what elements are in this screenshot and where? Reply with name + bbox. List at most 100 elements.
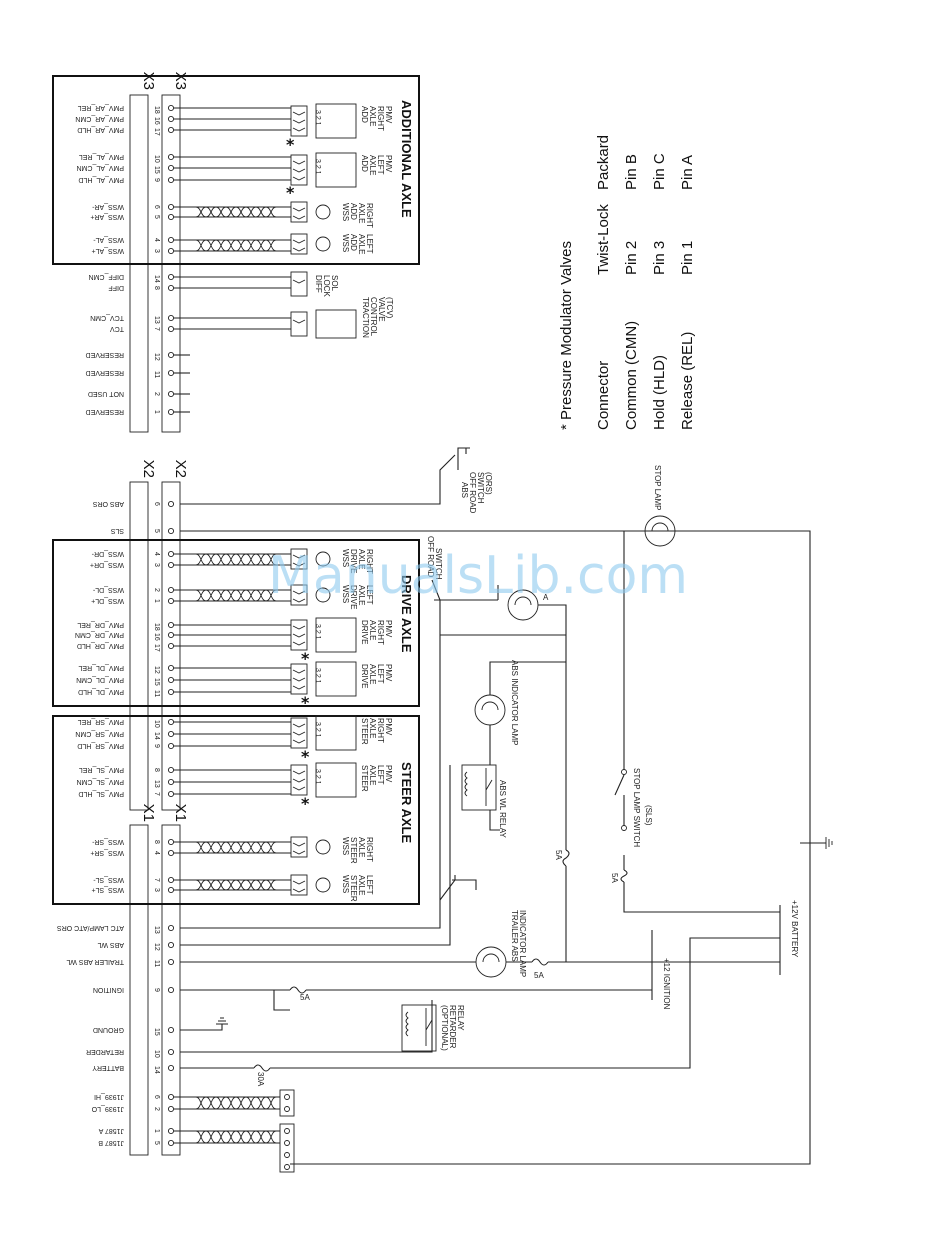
label-line: AXLE (368, 664, 377, 684)
signal-row: WSS_DR+3 (90, 561, 291, 569)
twisted-pair (195, 206, 277, 218)
power-ground-circuit: (OPTIONAL) RETARDER RELAY 30A +12V BATTE… (180, 837, 833, 1087)
connector-pin (167, 790, 175, 798)
label-line: LEFT (365, 585, 374, 605)
signal-label: RETARDER (86, 1048, 124, 1055)
label-line: PMV (384, 765, 393, 783)
pin-number: 5 (153, 1141, 160, 1145)
svg-text:ADD: ADD (360, 106, 369, 123)
connector-pin (167, 986, 175, 994)
label-line: CONTROL (369, 297, 378, 337)
pmv-pin-numbers: 3 2 1 (314, 624, 321, 640)
pin-number: 5 (153, 529, 160, 533)
pin-number: 14 (153, 732, 160, 740)
connector-pin (167, 247, 175, 255)
svg-text:LOCK: LOCK (322, 275, 331, 297)
label-line: WSS (341, 203, 350, 221)
connector-pin (167, 924, 175, 932)
label-line: LEFT (376, 155, 385, 175)
svg-text:SWITCH: SWITCH (476, 472, 485, 504)
svg-text:INDICATOR LAMP: INDICATOR LAMP (518, 910, 527, 977)
signal-label: PMV_DL_REL (78, 664, 124, 671)
signal-label: J1587 A (98, 1127, 124, 1134)
watermark: ManualsLib.com (268, 546, 688, 606)
signal-label: WSS_SL- (93, 876, 124, 883)
signal-label: PMV_AR_CMN (75, 115, 124, 122)
pin-number: 7 (153, 878, 160, 882)
connector-x3-label-left: X3 (140, 72, 157, 90)
pin-number: 15 (153, 166, 160, 174)
legend-cell: Pin 1 (679, 241, 696, 275)
svg-text:PMV: PMV (384, 155, 393, 173)
pin-number: 4 (153, 238, 160, 242)
signal-row: WSS_AL-4 (93, 236, 291, 244)
connector-pin (167, 273, 175, 281)
signal-label: PMV_DR_REL (77, 621, 124, 628)
pin-number: 8 (153, 840, 160, 844)
signal-label: PMV_DL_HLD (78, 688, 124, 695)
pmv-marker: * (301, 693, 310, 712)
signal-label: J1939_HI (94, 1093, 124, 1100)
connector-pin (167, 586, 175, 594)
label-line: DRIVE (349, 585, 358, 609)
label-line: RIGHT (365, 837, 374, 862)
fuse-label: 30A (256, 1072, 265, 1087)
connector-pin (167, 1026, 175, 1034)
label-line: STEER (349, 875, 358, 902)
pin-number: 14 (153, 1066, 160, 1074)
signal-row: PMV_AL_CMN 15 (77, 164, 291, 174)
pmv-marker: * (301, 649, 310, 668)
connector-pin (167, 742, 175, 750)
diff-lock-solenoid: DIFF LOCK SOL (290, 271, 339, 297)
pin-number: 1 (153, 410, 160, 414)
label-line: WSS (341, 585, 350, 603)
connector-pin (167, 390, 175, 398)
pin-number: 6 (153, 1095, 160, 1099)
signal-row: WSS_AR-6 (91, 203, 291, 211)
connector-pin (167, 886, 175, 894)
connector-x2-label-left: X2 (140, 460, 157, 478)
pin-number: 12 (153, 666, 160, 674)
pin-number: 9 (153, 744, 160, 748)
fuse-label: 5A (534, 971, 544, 980)
signal-label: J1939_LO (91, 1105, 124, 1112)
pin-number: 13 (153, 780, 160, 788)
svg-text:TRAILER ABS: TRAILER ABS (510, 910, 519, 962)
pin-number: 2 (153, 588, 160, 592)
label-line: RIGHT (376, 106, 385, 131)
pin-number: 8 (153, 286, 160, 290)
pin-number: 13 (153, 316, 160, 324)
abs-indicator-lamp-label: ABS INDICATOR LAMP (510, 660, 519, 746)
connector-pin (167, 766, 175, 774)
lamp-a-label: A (543, 593, 549, 602)
signal-label: PMV_AL_CMN (77, 164, 124, 171)
connector-pin (167, 236, 175, 244)
drive-axle-box (52, 539, 420, 707)
pin-number: 6 (153, 502, 160, 506)
svg-text:WSS: WSS (341, 203, 350, 221)
label-line: RELAY (456, 1005, 465, 1031)
pmv-marker: * (301, 794, 310, 813)
pin-number: 12 (153, 353, 160, 361)
signal-label: TCV_CMN (90, 314, 124, 321)
pin-number: 12 (153, 943, 160, 951)
pin-number: 3 (153, 888, 160, 892)
twisted-pair (195, 1096, 277, 1110)
label-line: PMV (384, 155, 393, 173)
signal-label: PMV_SR_CMN (75, 730, 124, 737)
signal-label: WSS_AR- (91, 203, 124, 210)
additional-axle-box (52, 75, 420, 265)
label-line: (ORS) (484, 472, 493, 495)
connector-pin (167, 351, 175, 359)
battery-label: +12V BATTERY (790, 900, 799, 958)
